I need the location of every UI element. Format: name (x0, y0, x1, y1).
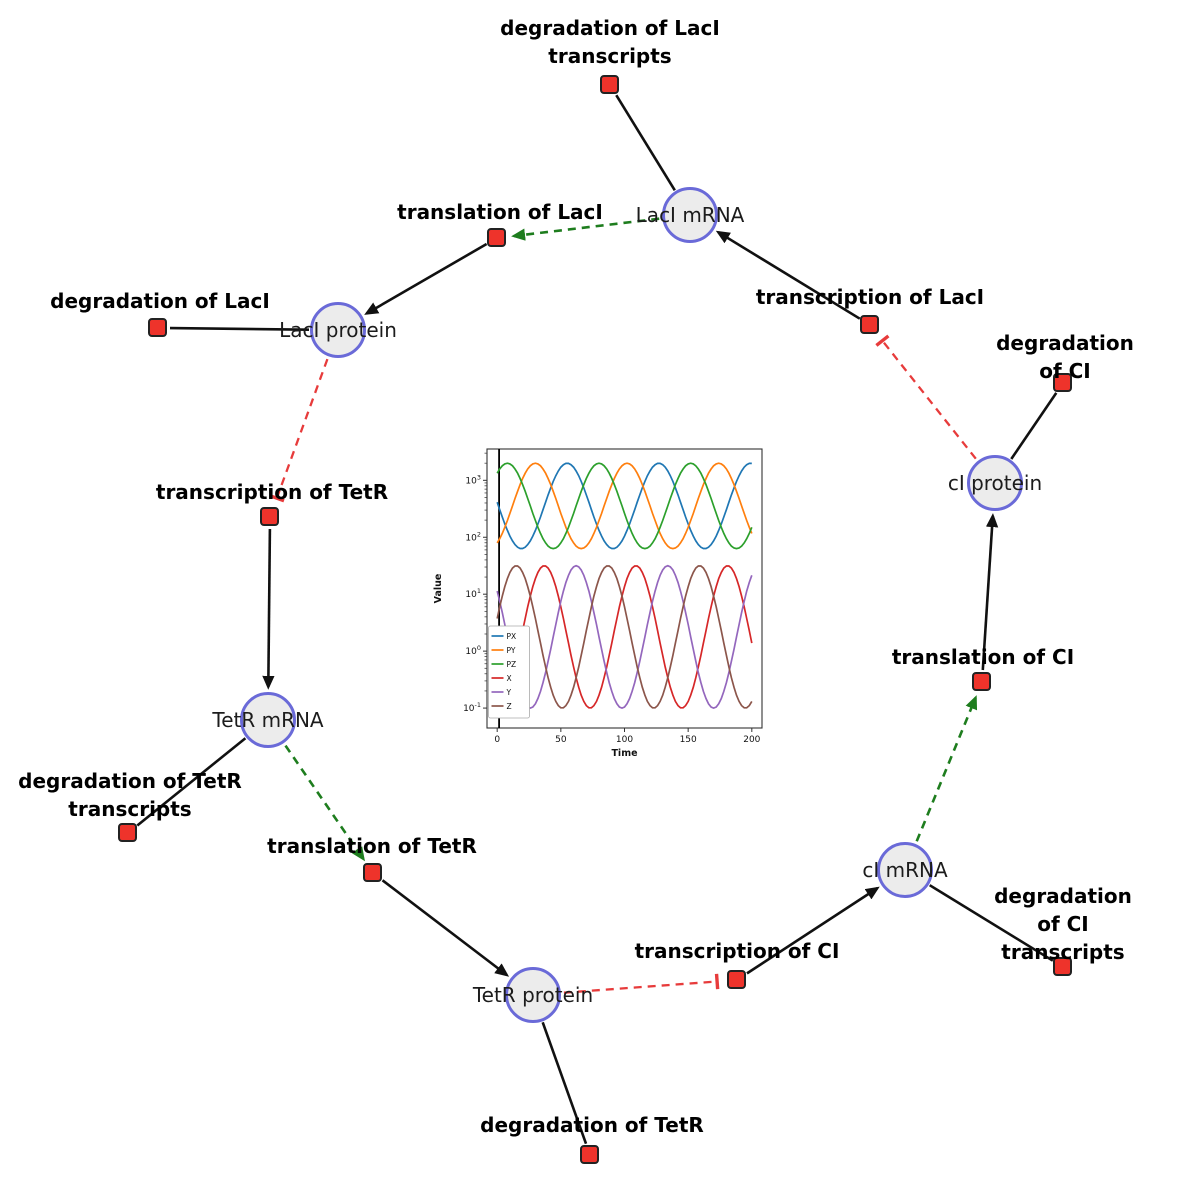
reaction-label-transl_tetr: translation of TetR (267, 834, 477, 858)
svg-text:150: 150 (680, 735, 697, 745)
species-node-laci_protein[interactable] (310, 302, 366, 358)
svg-text:Y: Y (506, 688, 512, 697)
svg-text:200: 200 (743, 735, 760, 745)
edge-laci_mrna-to-transl_laci (511, 217, 660, 241)
reaction-node-deg_laci[interactable] (148, 318, 167, 337)
reaction-label-deg_ci: degradation of CI (996, 331, 1134, 383)
edge-laci_protein-to-txn_tetr (269, 358, 329, 503)
svg-text:PY: PY (507, 646, 516, 655)
series-Z (496, 565, 753, 709)
reaction-node-txn_tetr[interactable] (260, 507, 279, 526)
edge-transl_tetr-to-tetr_protein (381, 879, 510, 977)
species-node-ci_mrna[interactable] (877, 842, 933, 898)
series-PX (496, 462, 752, 550)
edge-ci_protein-to-txn_laci (875, 334, 977, 460)
species-label-laci_protein: LacI protein (279, 318, 397, 342)
svg-text:PX: PX (507, 632, 517, 641)
reaction-node-transl_laci[interactable] (487, 228, 506, 247)
svg-text:103: 103 (465, 473, 481, 486)
svg-text:Z: Z (507, 702, 512, 711)
reaction-node-deg_tetr_tx[interactable] (118, 823, 137, 842)
edge-ci_protein-to-deg_ci (1010, 392, 1058, 460)
svg-text:X: X (507, 674, 512, 683)
edge-tetr_mrna-to-deg_tetr_tx (136, 737, 247, 827)
edge-ci_mrna-to-transl_ci (915, 695, 978, 842)
reaction-node-txn_laci[interactable] (860, 315, 879, 334)
reaction-label-deg_tetr: degradation of TetR (480, 1113, 704, 1137)
series-PZ (496, 462, 753, 550)
reaction-label-txn_tetr: transcription of TetR (155, 480, 389, 504)
svg-text:100: 100 (616, 735, 633, 745)
y-axis-label: Value (433, 574, 444, 604)
edge-tetr_protein-to-deg_tetr (541, 1021, 588, 1145)
reaction-node-deg_laci_tx[interactable] (600, 75, 619, 94)
species-label-tetr_protein: TetR protein (472, 983, 594, 1007)
reaction-node-txn_ci[interactable] (727, 970, 746, 989)
svg-text:101: 101 (465, 587, 481, 600)
species-node-laci_mrna[interactable] (662, 187, 718, 243)
edge-txn_ci-to-ci_mrna (746, 886, 880, 975)
reaction-node-deg_ci[interactable] (1053, 373, 1072, 392)
reaction-label-deg_laci_tx: degradation of LacI transcripts (500, 16, 720, 68)
reaction-label-deg_ci_tx: degradation of CI transcripts (994, 884, 1132, 964)
reaction-label-transl_ci: translation of CI (891, 645, 1075, 669)
svg-text:PZ: PZ (507, 660, 517, 669)
svg-text:0: 0 (494, 735, 500, 745)
svg-text:100: 100 (465, 644, 481, 657)
series-Y (496, 564, 753, 710)
species-node-tetr_mrna[interactable] (240, 692, 296, 748)
x-axis-label: Time (611, 748, 637, 759)
species-label-laci_mrna: LacI mRNA (635, 203, 745, 227)
edge-ci_mrna-to-deg_ci_tx (929, 884, 1054, 962)
species-node-tetr_protein[interactable] (505, 967, 561, 1023)
species-node-ci_protein[interactable] (967, 455, 1023, 511)
legend-box (488, 625, 530, 719)
edge-tetr_mrna-to-transl_tetr (284, 744, 365, 862)
edge-txn_laci-to-laci_mrna (715, 230, 861, 320)
species-label-ci_mrna: cI mRNA (862, 858, 948, 882)
reaction-label-deg_laci: degradation of LacI (50, 289, 270, 313)
reaction-label-transl_laci: translation of LacI (397, 200, 603, 224)
edge-laci_mrna-to-deg_laci_tx (615, 94, 676, 191)
reaction-node-transl_ci[interactable] (972, 672, 991, 691)
series-PY (496, 462, 753, 550)
reaction-node-deg_ci_tx[interactable] (1053, 957, 1072, 976)
series-X (497, 565, 753, 709)
svg-text:50: 50 (555, 735, 567, 745)
edge-transl_ci-to-ci_protein (981, 513, 999, 671)
svg-text:102: 102 (465, 530, 481, 543)
species-label-tetr_mrna: TetR mRNA (212, 708, 324, 732)
reaction-label-deg_tetr_tx: degradation of TetR transcripts (18, 769, 242, 821)
edge-tetr_protein-to-txn_ci (563, 973, 720, 994)
reaction-node-deg_tetr[interactable] (580, 1145, 599, 1164)
reaction-node-transl_tetr[interactable] (363, 863, 382, 882)
edge-transl_laci-to-laci_protein (364, 242, 488, 315)
svg-text:10-1: 10-1 (463, 701, 481, 714)
edge-txn_tetr-to-tetr_mrna (262, 528, 275, 690)
species-label-ci_protein: cI protein (947, 471, 1043, 495)
reaction-label-txn_ci: transcription of CI (634, 939, 840, 963)
reaction-label-txn_laci: transcription of LacI (755, 285, 985, 309)
edge-laci_protein-to-deg_laci (169, 326, 310, 331)
